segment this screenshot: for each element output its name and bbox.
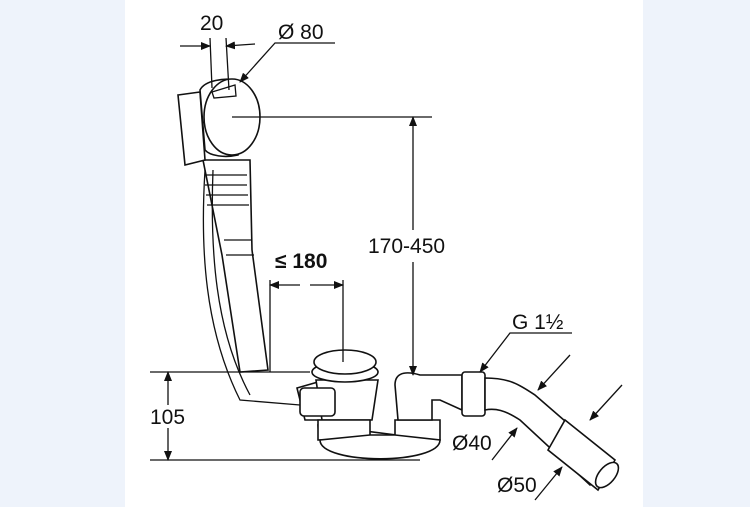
overflow-pipe <box>202 159 301 406</box>
dim-knob-width: 20 <box>200 12 223 35</box>
dim-outer-diameter: Ø50 <box>497 474 537 497</box>
waste-trap <box>296 349 463 460</box>
dim-max-distance: ≤ 180 <box>275 250 327 273</box>
dim-inner-diameter: Ø40 <box>452 432 492 455</box>
overflow-knob <box>177 78 261 167</box>
outlet-pipe <box>461 371 620 492</box>
dim-trap-height: 105 <box>150 406 185 429</box>
dim-height-range: 170-450 <box>368 235 445 258</box>
dim-thread: G 1½ <box>512 311 563 334</box>
dim-knob-diameter: Ø 80 <box>278 21 324 44</box>
dimension-lines <box>150 37 623 501</box>
